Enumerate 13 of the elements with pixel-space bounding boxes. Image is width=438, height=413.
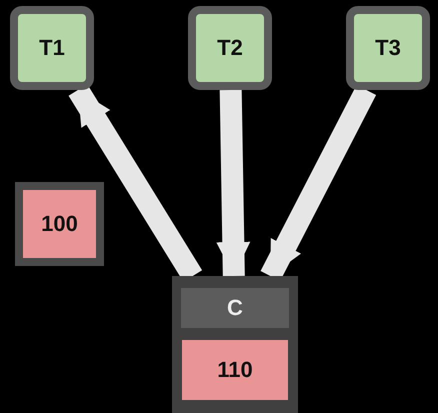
task-box [188,6,272,90]
value-box [182,340,288,400]
node-label: 100 [41,211,78,237]
container-box [172,276,298,413]
task-box [10,6,94,90]
node-label: T1 [39,35,65,61]
value-box [15,182,104,266]
node-label: C [227,295,243,321]
node-label: T2 [217,35,243,61]
arrow [216,90,250,276]
task-box [346,6,430,90]
node-label: T3 [375,35,401,61]
node-label: 110 [217,357,253,383]
